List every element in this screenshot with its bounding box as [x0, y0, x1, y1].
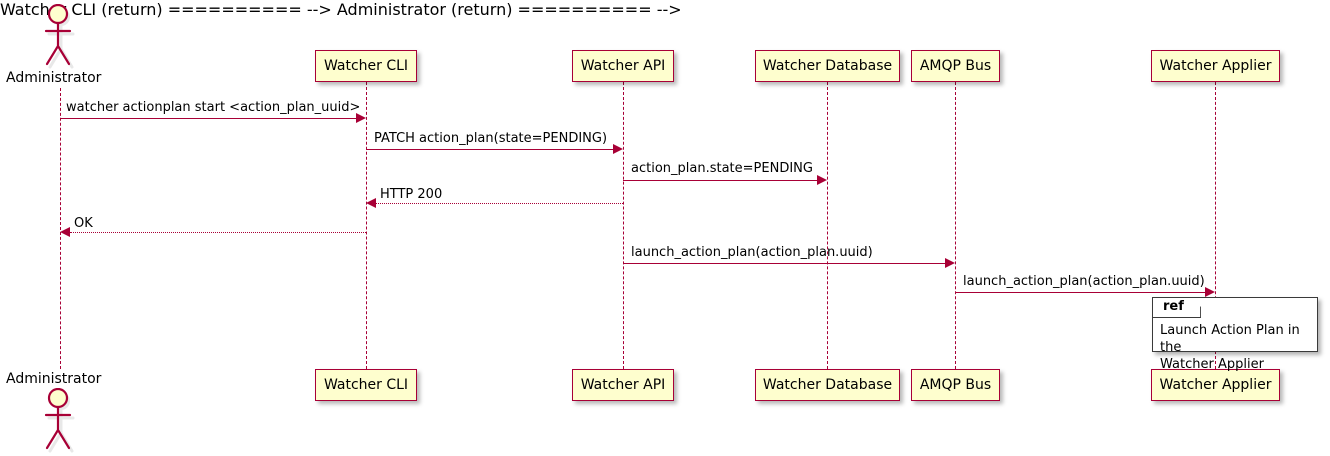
message-arrowhead-1 [356, 113, 366, 123]
participant-watcher-api-bottom[interactable]: Watcher API [572, 369, 674, 401]
message-arrowhead-6 [945, 258, 955, 268]
message-line-4 [376, 203, 623, 204]
actor-label-administrator-bottom: Administrator [6, 371, 102, 387]
actor-administrator-top [44, 4, 75, 69]
participant-label-watcher-database-bottom: Watcher Database [762, 377, 893, 393]
participant-label-watcher-cli-bottom: Watcher CLI [323, 377, 409, 393]
message-line-2 [366, 149, 613, 150]
ref-fragment-tab-label: ref [1153, 298, 1201, 318]
participant-watcher-cli-top[interactable]: Watcher CLI [315, 50, 417, 82]
ref-fragment-body: Launch Action Plan in the Watcher Applie… [1160, 323, 1300, 373]
participant-watcher-api-top[interactable]: Watcher API [572, 50, 674, 82]
participant-label-watcher-database-top: Watcher Database [762, 58, 893, 74]
lifeline-watcher-database [827, 82, 828, 369]
participant-label-amqp-bus-bottom: AMQP Bus [919, 377, 992, 393]
message-line-7 [955, 292, 1205, 293]
message-label-2: PATCH action_plan(state=PENDING) [374, 131, 608, 146]
message-arrowhead-7 [1205, 287, 1215, 297]
message-line-5 [70, 232, 366, 233]
message-label-3: action_plan.state=PENDING [631, 161, 813, 176]
message-arrowhead-4 [366, 198, 376, 208]
message-label-7: launch_action_plan(action_plan.uuid) [963, 274, 1205, 289]
participant-watcher-database-bottom[interactable]: Watcher Database [755, 369, 900, 401]
lifeline-amqp-bus [955, 82, 956, 369]
message-arrowhead-3 [817, 175, 827, 185]
message-label-6: launch_action_plan(action_plan.uuid) [631, 245, 873, 260]
participant-label-watcher-api-bottom: Watcher API [580, 377, 666, 393]
participant-label-watcher-api-top: Watcher API [580, 58, 666, 74]
message-label-4: HTTP 200 [380, 187, 443, 202]
participant-watcher-cli-bottom[interactable]: Watcher CLI [315, 369, 417, 401]
lifeline-watcher-cli [366, 82, 367, 369]
participant-watcher-database-top[interactable]: Watcher Database [755, 50, 900, 82]
participant-watcher-applier-top[interactable]: Watcher Applier [1151, 50, 1280, 82]
lifeline-watcher-applier [1215, 82, 1216, 369]
lifeline-watcher-api [623, 82, 624, 369]
message-line-1 [60, 118, 356, 119]
participant-amqp-bus-bottom[interactable]: AMQP Bus [911, 369, 1000, 401]
participant-label-watcher-applier-top: Watcher Applier [1159, 58, 1272, 74]
message-label-1: watcher actionplan start <action_plan_uu… [66, 100, 361, 115]
actor-label-administrator-top: Administrator [6, 70, 102, 86]
participant-label-watcher-cli-top: Watcher CLI [323, 58, 409, 74]
ref-fragment[interactable]: ref Launch Action Plan in the Watcher Ap… [1152, 297, 1318, 372]
message-line-3 [623, 180, 817, 181]
participant-label-amqp-bus-top: AMQP Bus [919, 58, 992, 74]
participant-label-watcher-applier-bottom: Watcher Applier [1159, 377, 1272, 393]
message-line-6 [623, 263, 945, 264]
message-label-5: OK [74, 216, 93, 231]
participant-amqp-bus-top[interactable]: AMQP Bus [911, 50, 1000, 82]
participant-watcher-applier-bottom[interactable]: Watcher Applier [1151, 369, 1280, 401]
actor-administrator-bottom [44, 388, 75, 453]
message-arrowhead-2 [613, 144, 623, 154]
message-arrowhead-5 [60, 227, 70, 237]
